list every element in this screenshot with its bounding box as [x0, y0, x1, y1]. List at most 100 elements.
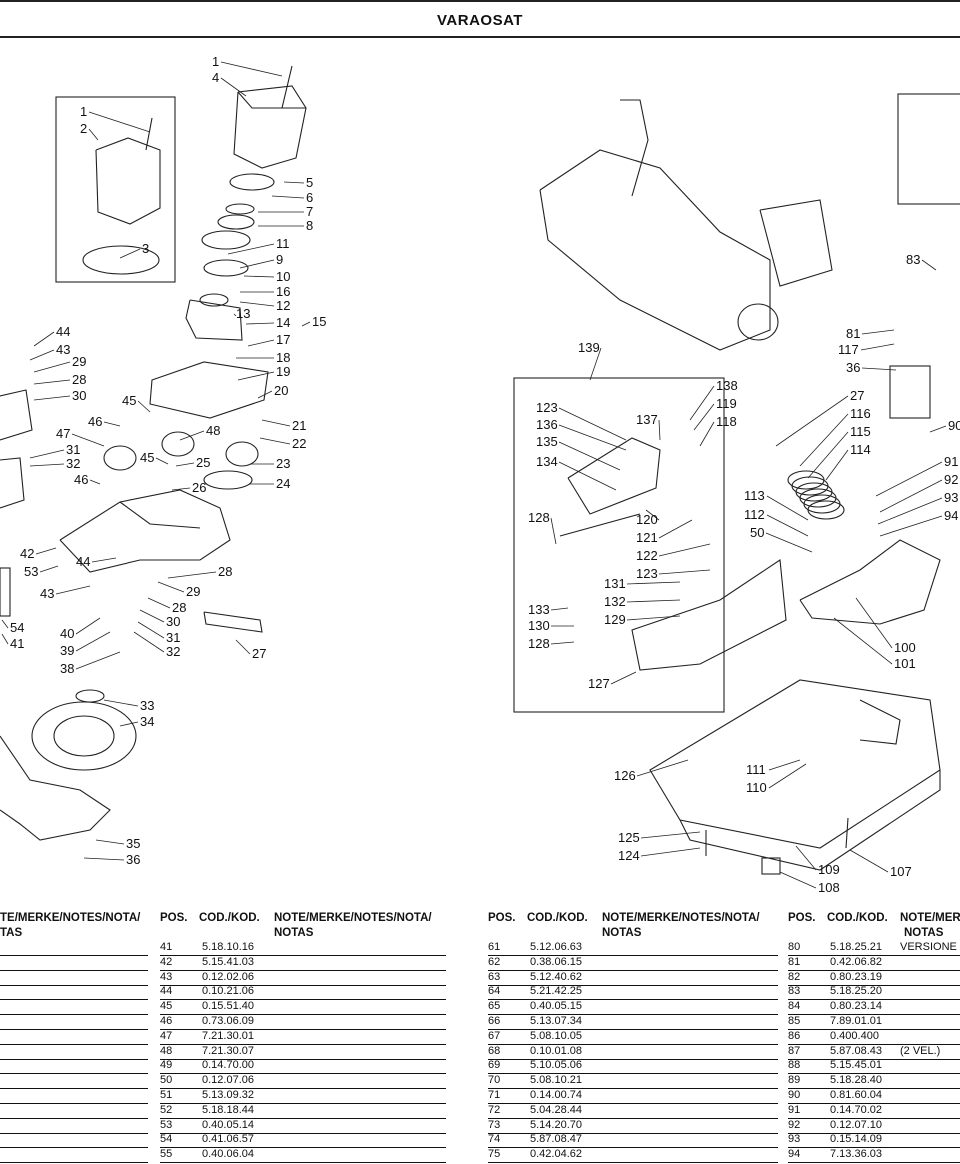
- parts-list: TE/MERKE/NOTES/NOTA/ TAS POS. COD./KOD. …: [0, 912, 960, 1164]
- leader-line: [261, 419, 291, 427]
- cell-pos: 65: [488, 1000, 501, 1013]
- spring-coil: [787, 470, 825, 490]
- callout-number: 25: [196, 455, 210, 470]
- leader-line: [879, 515, 943, 537]
- callout-number: 48: [206, 423, 220, 438]
- leader-line: [765, 532, 813, 553]
- cell-pos: 90: [788, 1089, 801, 1101]
- callout-number: 18: [276, 350, 290, 365]
- leader-line: [95, 839, 125, 845]
- callout-number: 110: [746, 780, 767, 795]
- callout-number: 28: [172, 600, 186, 615]
- callout-number: 125: [618, 830, 640, 845]
- washer: [225, 203, 255, 215]
- leader-line: [39, 565, 59, 573]
- callout-number: 41: [10, 636, 24, 651]
- leader-line: [35, 547, 57, 555]
- cell-pos: 54: [160, 1133, 173, 1146]
- column-notas-header: NOTAS: [904, 927, 944, 939]
- callout-number: 111: [746, 762, 766, 777]
- leader-line: [271, 195, 305, 199]
- callout-number: 3: [142, 241, 149, 256]
- cell-pos: 74: [488, 1133, 501, 1146]
- table-row: [0, 1073, 148, 1090]
- leader-line: [137, 400, 151, 413]
- screw-rod: [559, 513, 641, 537]
- callout-number: 53: [24, 564, 38, 579]
- callout-number: 27: [850, 388, 864, 403]
- ring: [203, 259, 249, 277]
- saw-arm: [539, 149, 771, 351]
- leader-line: [233, 313, 237, 317]
- callout-number: 122: [636, 548, 658, 563]
- cell-cod: 0.14.00.74: [530, 1089, 582, 1101]
- frame-bracket: [0, 389, 33, 441]
- cell-cod: 5.15.45.01: [830, 1059, 882, 1072]
- leader-line: [626, 599, 681, 603]
- callout-number: 91: [944, 454, 958, 469]
- cell-pos: 64: [488, 985, 501, 998]
- vice-jaw: [567, 437, 661, 515]
- callout-number: 108: [818, 880, 840, 895]
- column-note-header: NOTE/MERKE: [900, 912, 960, 924]
- callout-number: 101: [894, 656, 916, 671]
- leader-line: [589, 347, 602, 381]
- callout-number: 27: [252, 646, 266, 661]
- cell-pos: 63: [488, 970, 501, 983]
- washer: [75, 689, 105, 703]
- leader-line: [75, 651, 121, 670]
- callout-number: 24: [276, 476, 290, 491]
- callout-number: 134: [536, 454, 558, 469]
- motor-right: [759, 199, 833, 287]
- table-row: [0, 955, 148, 971]
- table-row: [0, 970, 148, 986]
- cell-pos: 61: [488, 941, 501, 953]
- table-row: 71 0.14.00.74: [488, 1088, 778, 1104]
- cell-pos: 50: [160, 1074, 173, 1087]
- leader-line: [257, 390, 273, 399]
- callout-number: 133: [528, 602, 550, 617]
- callout-number: 10: [276, 269, 290, 284]
- bolt: [203, 611, 263, 633]
- wheel: [737, 303, 779, 341]
- table-row: [0, 1029, 148, 1045]
- cell-pos: 71: [488, 1089, 501, 1101]
- cell-cod: 5.10.05.06: [530, 1059, 582, 1072]
- callout-number: 15: [312, 314, 326, 329]
- cell-pos: 80: [788, 941, 801, 953]
- leader-line: [861, 329, 895, 335]
- cell-cod: 0.14.70.02: [830, 1103, 882, 1116]
- cell-cod: 5.18.28.40: [830, 1074, 882, 1087]
- column-code-header: COD./KOD.: [827, 912, 888, 924]
- callout-number: 34: [140, 714, 154, 729]
- callout-number: 43: [40, 586, 54, 601]
- cell-pos: 92: [788, 1118, 801, 1131]
- table-row: [0, 1118, 148, 1134]
- leader-line: [1, 619, 9, 629]
- cell-cod: 0.81.60.04: [830, 1089, 882, 1101]
- leader-line: [640, 847, 701, 857]
- callout-number: 109: [818, 862, 840, 877]
- leader-line: [88, 128, 99, 141]
- cell-pos: 87: [788, 1044, 801, 1057]
- callout-number: 131: [604, 576, 626, 591]
- gear: [225, 441, 259, 467]
- armature-end: [199, 293, 229, 307]
- leader-line: [220, 77, 247, 97]
- cell-cod: 0.14.70.00: [202, 1059, 254, 1072]
- callout-number: 29: [186, 584, 200, 599]
- cell-pos: 75: [488, 1148, 501, 1161]
- leader-line: [640, 831, 701, 839]
- callout-number: 129: [604, 612, 626, 627]
- callout-number: 8: [306, 218, 313, 233]
